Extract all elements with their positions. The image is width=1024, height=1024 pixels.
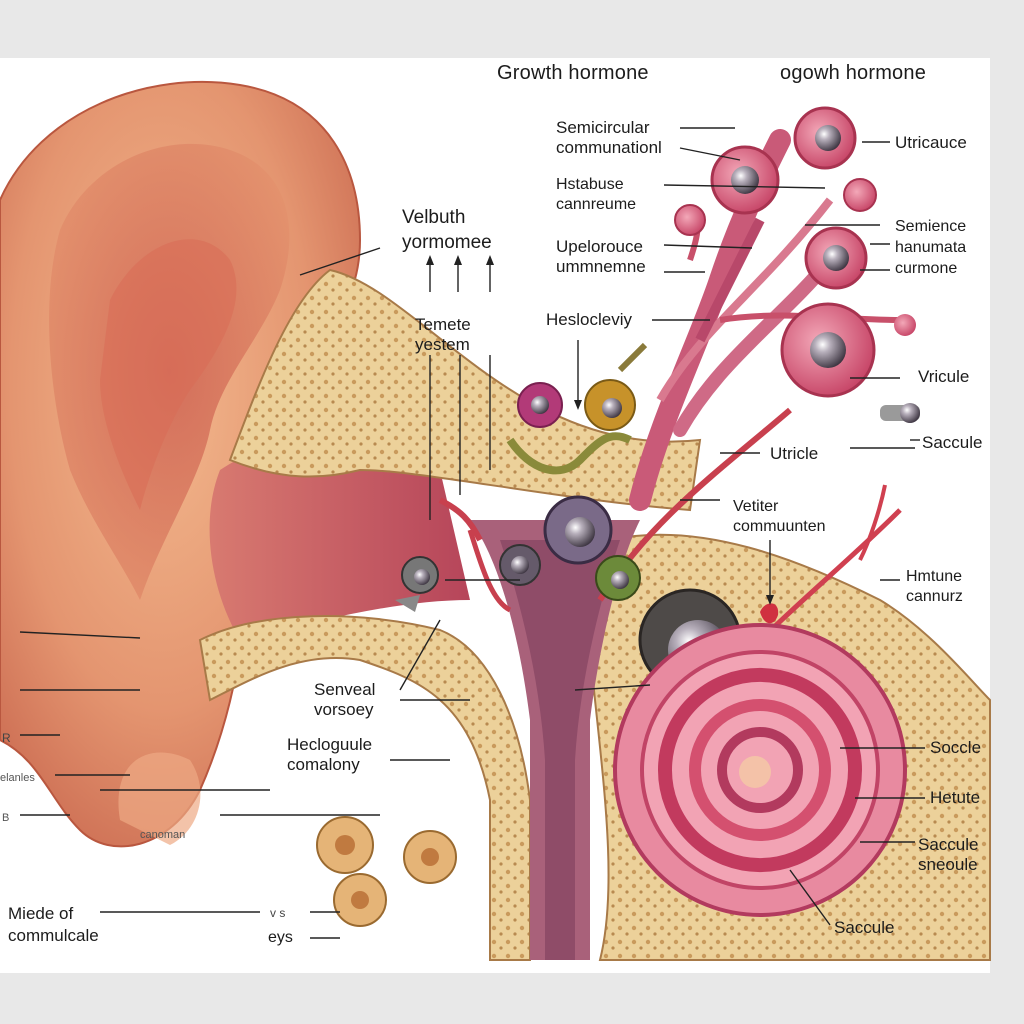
label-left-b: B — [2, 812, 10, 824]
earlobe — [118, 752, 201, 845]
label-saccule-top: Saccule — [922, 433, 983, 452]
leader-lines — [19, 127, 925, 939]
label-semicircular: Semicircular communationl — [556, 118, 662, 157]
label-senveal: Senveal vorsoey — [314, 680, 376, 719]
label-soccle: Soccle — [930, 738, 982, 757]
label-upelorouce: Upelorouce ummnemne — [556, 237, 646, 276]
label-velbuth: Velbuth yormomee — [402, 207, 492, 253]
label-utricauce: Utricauce — [895, 133, 967, 152]
label-left-r: R — [2, 731, 11, 745]
label-vs: v s — [270, 906, 286, 920]
label-left-lanles: elanles — [0, 772, 35, 784]
label-hmtune: Hmtune cannurz — [906, 568, 963, 605]
label-vetiter: Vetiter commuunten — [733, 498, 826, 535]
label-heclogule: Hecloguule comalony — [287, 735, 373, 774]
label-saccule-sneoule: Saccule sneoule — [918, 835, 979, 874]
label-miede: Miede of commulcale — [8, 904, 99, 945]
label-histabuse: Hstabuse cannreume — [556, 176, 637, 213]
label-temete: Temete yestem — [415, 315, 471, 354]
label-semience: Semience hanumata curmone — [895, 218, 967, 277]
title-growth-hormone: Growth hormone — [497, 62, 649, 84]
label-heslocleviy: Heslocleviy — [546, 310, 632, 329]
label-canoman: canoman — [140, 829, 186, 841]
title-ogowh-hormone: ogowh hormone — [780, 62, 927, 84]
label-saccule-bottom: Saccule — [834, 918, 895, 937]
label-eys: eys — [268, 929, 293, 946]
label-utricle: Utricle — [770, 444, 819, 463]
label-hetute: Hetute — [930, 788, 981, 807]
label-vricule: Vricule — [918, 367, 970, 386]
ear-canal — [209, 440, 470, 640]
